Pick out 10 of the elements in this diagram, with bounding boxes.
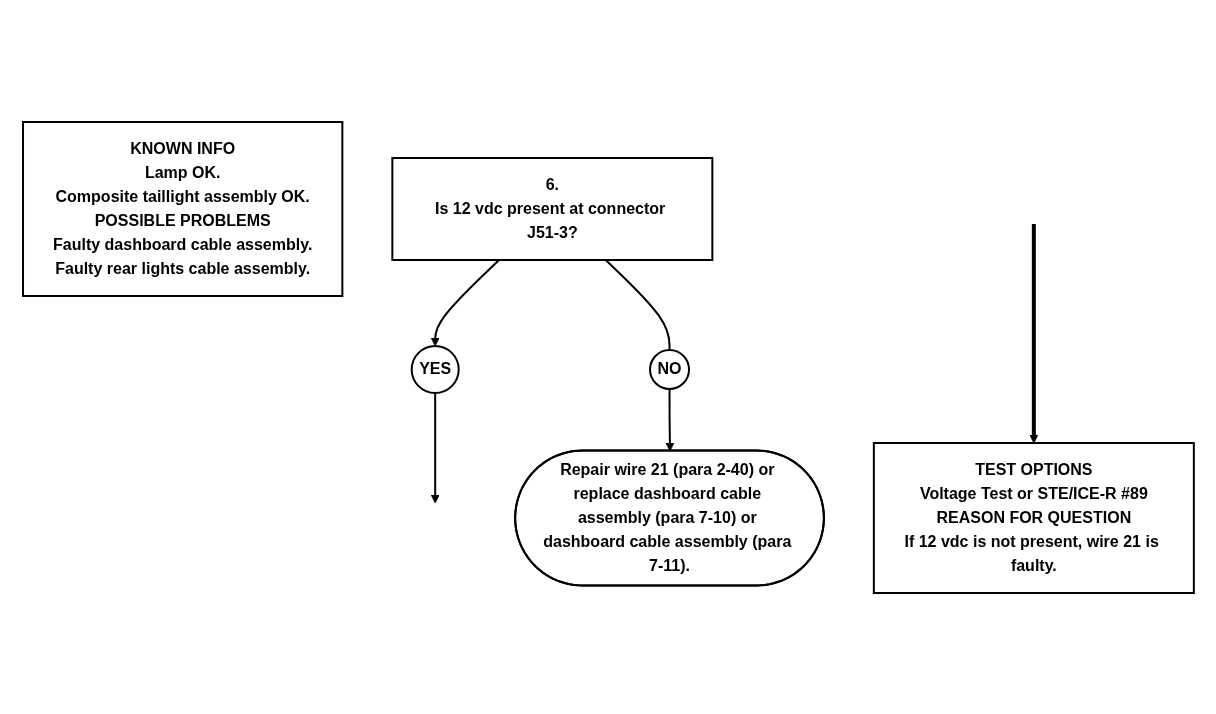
node-box: TEST OPTIONS Voltage Test or STE/ICE-R #89 REASON FOR QUESTION If 12 vdc is not present, wire 21 is faulty. — [872, 441, 1195, 594]
connector — [604, 258, 671, 351]
arrow — [665, 387, 674, 451]
arrow — [430, 258, 500, 346]
node-box: 6. Is 12 vdc present at connector J51-3? — [390, 156, 713, 261]
arrow — [430, 391, 440, 503]
node-circle: NO — [648, 348, 690, 390]
node-box: KNOWN INFO Lamp OK. Composite taillight assembly OK. POSSIBLE PROBLEMS Faulty dashboard cable assembly. Faulty rear lights cable assembly. — [21, 120, 343, 297]
arrow — [1029, 223, 1038, 443]
node-circle: YES — [410, 344, 460, 394]
